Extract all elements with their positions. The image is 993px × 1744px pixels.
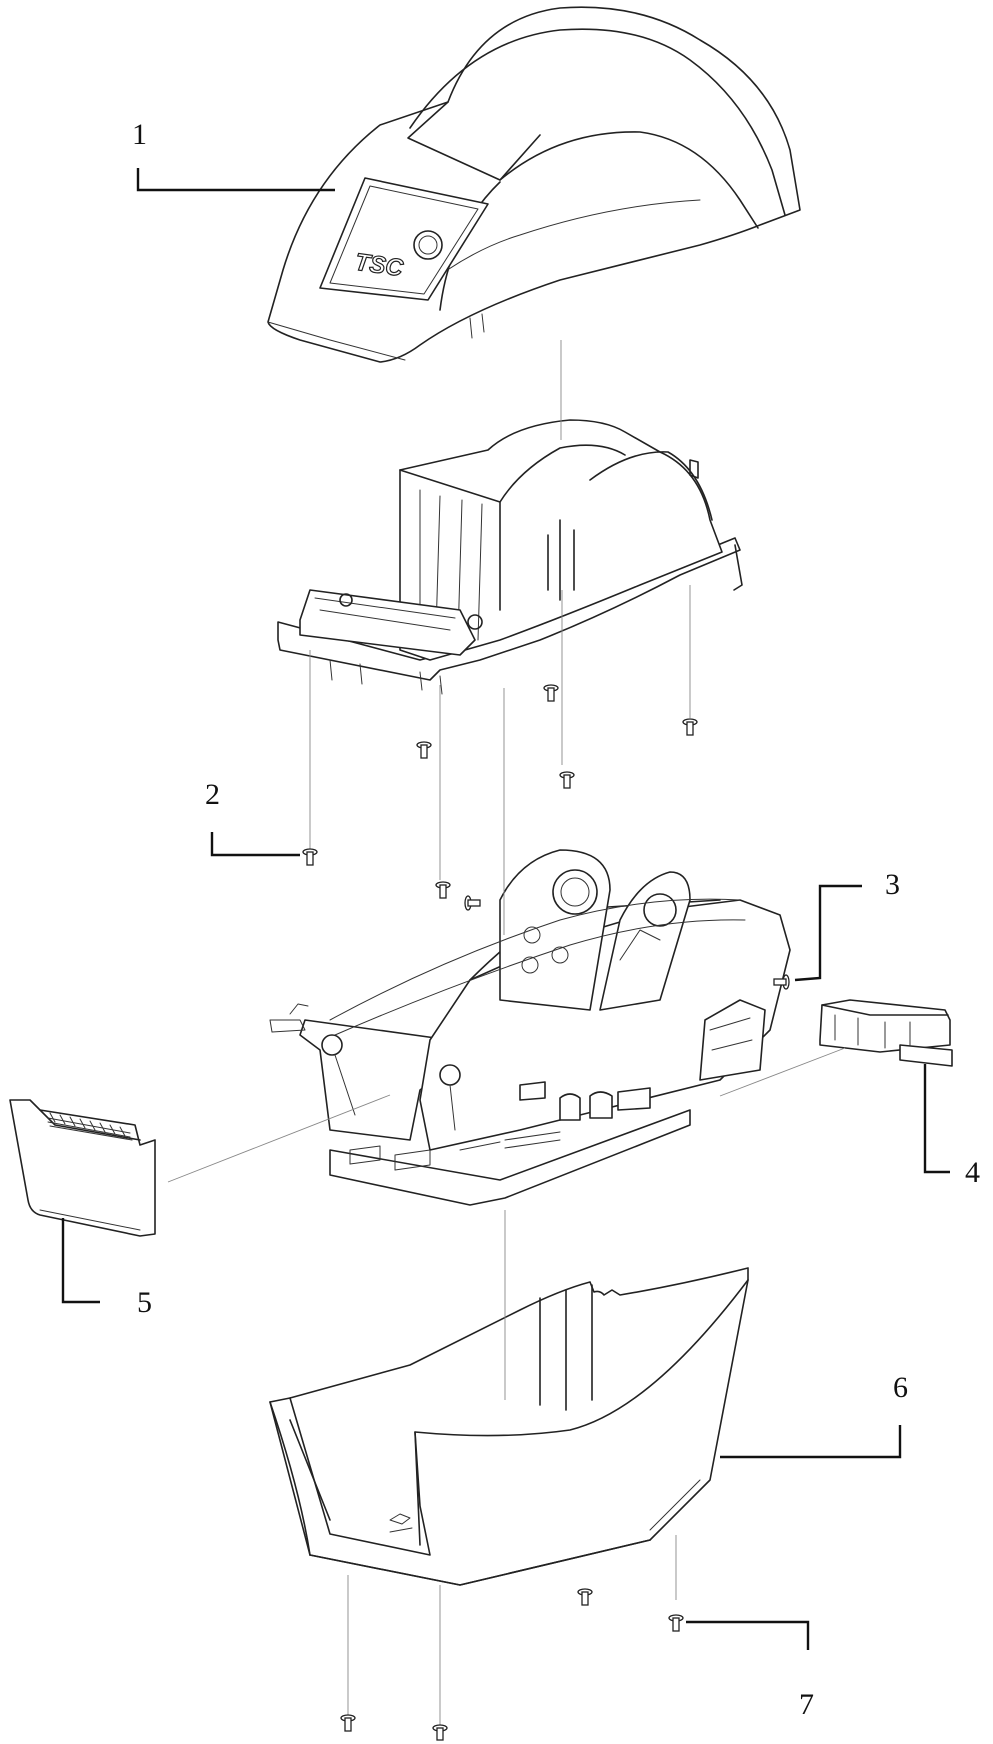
screw-icon	[464, 895, 481, 911]
leader-line-3	[794, 884, 862, 982]
leader-line-4	[923, 1064, 950, 1174]
main-chassis	[269, 849, 791, 1206]
leader-line-6	[720, 1425, 902, 1459]
assembly-axis-lines	[167, 340, 846, 1725]
screw-icon	[577, 1588, 593, 1606]
screw-icon	[340, 1714, 356, 1732]
screw-icon	[668, 1614, 684, 1632]
sensor-bracket	[819, 999, 953, 1067]
screw-icon	[682, 718, 698, 736]
screw-icon	[559, 771, 575, 789]
callout-label-2: 2	[205, 778, 220, 811]
top-cover	[267, 6, 801, 363]
leader-line-7	[686, 1620, 810, 1650]
callout-label-3: 3	[885, 868, 900, 901]
bottom-housing	[269, 1267, 749, 1586]
mechanism-frame	[277, 419, 743, 695]
screw-icon	[773, 974, 790, 990]
callout-leaders	[61, 168, 950, 1650]
callout-label-6: 6	[893, 1371, 908, 1404]
screw-icon	[435, 881, 451, 899]
screw-icon	[416, 741, 432, 759]
screw-icon	[302, 848, 318, 866]
front-bezel	[9, 1099, 156, 1237]
screw-set	[302, 684, 790, 1741]
callout-label-1: 1	[132, 118, 147, 151]
leader-line-1	[136, 168, 335, 192]
callout-label-4: 4	[965, 1156, 980, 1189]
screw-icon	[432, 1724, 448, 1741]
leader-line-2	[210, 832, 300, 857]
callout-label-7: 7	[799, 1688, 814, 1721]
callout-label-5: 5	[137, 1286, 152, 1319]
leader-line-5	[61, 1218, 100, 1304]
screw-icon	[543, 684, 559, 702]
